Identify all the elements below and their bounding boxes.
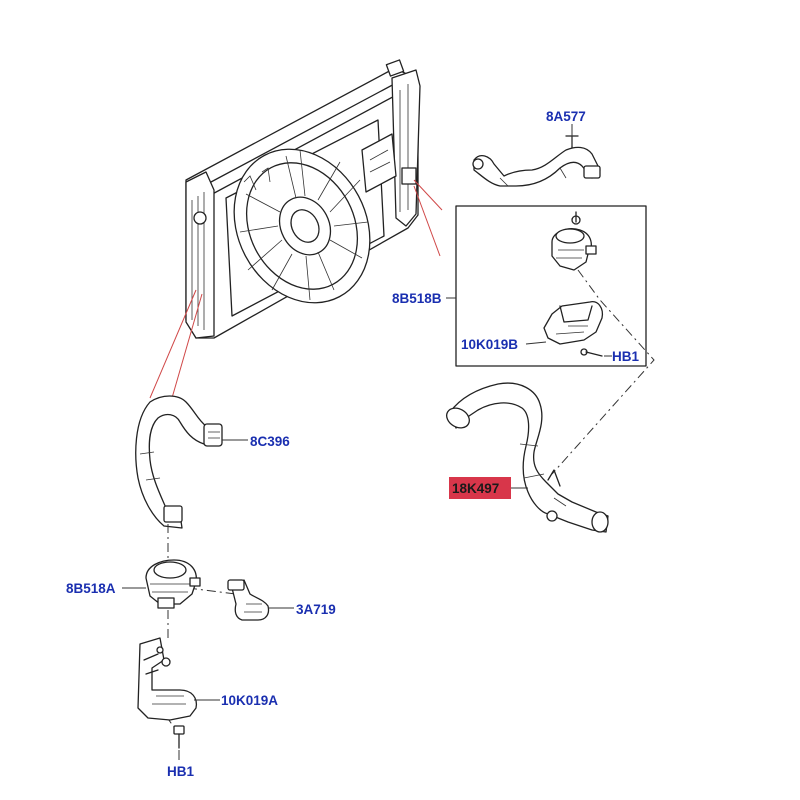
label-hb1-bottom: HB1 [167, 764, 194, 779]
pump-8b518a [145, 559, 201, 609]
bolt-hb1 [173, 725, 185, 749]
label-8c396: 8C396 [250, 434, 290, 449]
hose-8a577 [472, 135, 601, 187]
label-18k497-highlight [449, 477, 511, 499]
label-8b518a: 8B518A [66, 581, 116, 596]
bracket-10k019b [543, 301, 604, 357]
hose-18k497 [446, 382, 609, 533]
leader-10k019b [525, 341, 547, 345]
hose-3a719 [227, 579, 270, 621]
radiator-leader-right-1 [413, 179, 443, 211]
label-18k497: 18K497 [452, 481, 499, 496]
radiator-leader-right-2 [413, 185, 441, 257]
label-10k019a: 10K019A [221, 693, 278, 708]
radiator-fan-assembly [185, 59, 421, 339]
radiator-leader-left-1 [149, 289, 197, 399]
hose-8c396 [135, 395, 223, 529]
label-10k019b: 10K019B [461, 337, 518, 352]
chain-line-top-right [551, 269, 655, 475]
radiator-leader-left-2 [171, 293, 203, 399]
label-hb1-top: HB1 [612, 349, 639, 364]
detail-box [455, 205, 647, 367]
pump-8b518b [551, 211, 597, 271]
label-3a719: 3A719 [296, 602, 336, 617]
label-8b518b: 8B518B [392, 291, 442, 306]
label-8a577: 8A577 [546, 109, 586, 124]
bracket-10k019a [137, 637, 198, 721]
chain-line-pump-to-3a719 [187, 587, 237, 595]
